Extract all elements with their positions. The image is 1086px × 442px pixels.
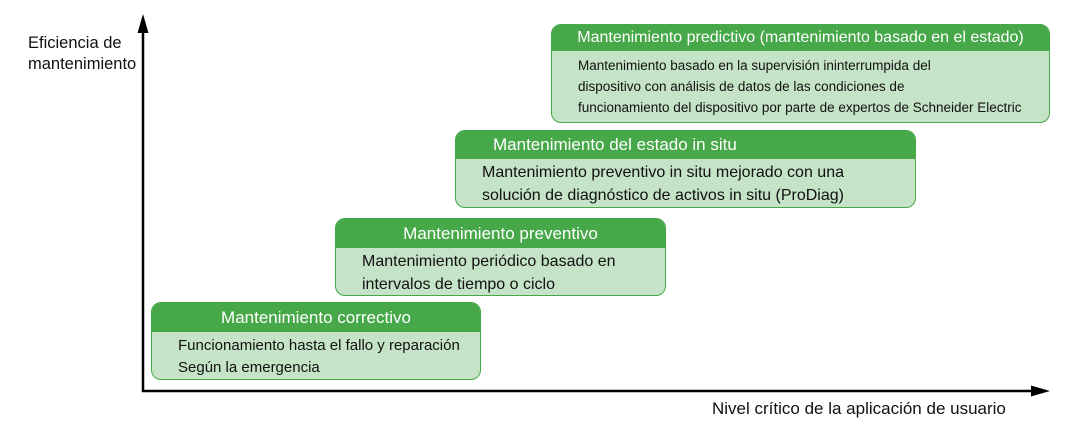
stage-corrective-line-1: Funcionamiento hasta el fallo y reparaci… [178, 337, 460, 354]
stage-corrective-description: Funcionamiento hasta el fallo y reparaci… [152, 332, 480, 379]
stage-predictive-line-3: funcionamiento del dispositivo por parte… [578, 100, 1022, 115]
stage-insitu-title: Mantenimiento del estado in situ [456, 131, 915, 159]
stage-predictive-box: Mantenimiento predictivo (mantenimiento … [551, 24, 1050, 123]
stage-insitu-description: Mantenimiento preventivo in situ mejorad… [456, 159, 915, 207]
y-axis-label-line-2: mantenimiento [28, 55, 137, 73]
stage-corrective-box: Mantenimiento correctivo Funcionamiento … [151, 302, 481, 380]
stage-preventive-line-2: intervalos de tiempo o ciclo [362, 276, 555, 293]
y-axis-label: Eficiencia de mantenimiento [28, 33, 136, 75]
stage-predictive-line-1: Mantenimiento basado en la supervisión i… [578, 58, 931, 73]
stage-predictive-description: Mantenimiento basado en la supervisión i… [552, 51, 1049, 118]
x-axis-label: Nivel crítico de la aplicación de usuari… [712, 399, 1006, 418]
x-axis-arrowhead [1031, 385, 1050, 397]
y-axis-label-line-1: Eficiencia de [28, 34, 122, 52]
stage-predictive-line-2: dispositivo con análisis de datos de las… [578, 79, 905, 94]
stage-preventive-title: Mantenimiento preventivo [336, 219, 665, 248]
stage-corrective-title: Mantenimiento correctivo [152, 303, 480, 332]
stage-insitu-line-2: solución de diagnóstico de activos in si… [482, 187, 844, 204]
stage-preventive-line-1: Mantenimiento periódico basado en [362, 253, 616, 270]
stage-insitu-line-1: Mantenimiento preventivo in situ mejorad… [482, 164, 844, 181]
stage-predictive-title: Mantenimiento predictivo (mantenimiento … [552, 25, 1049, 51]
stage-insitu-box: Mantenimiento del estado in situ Manteni… [455, 130, 916, 208]
y-axis-arrowhead [137, 14, 149, 33]
stage-corrective-line-2: Según la emergencia [178, 359, 320, 376]
stage-preventive-description: Mantenimiento periódico basado en interv… [336, 248, 665, 295]
stage-preventive-box: Mantenimiento preventivo Mantenimiento p… [335, 218, 666, 296]
